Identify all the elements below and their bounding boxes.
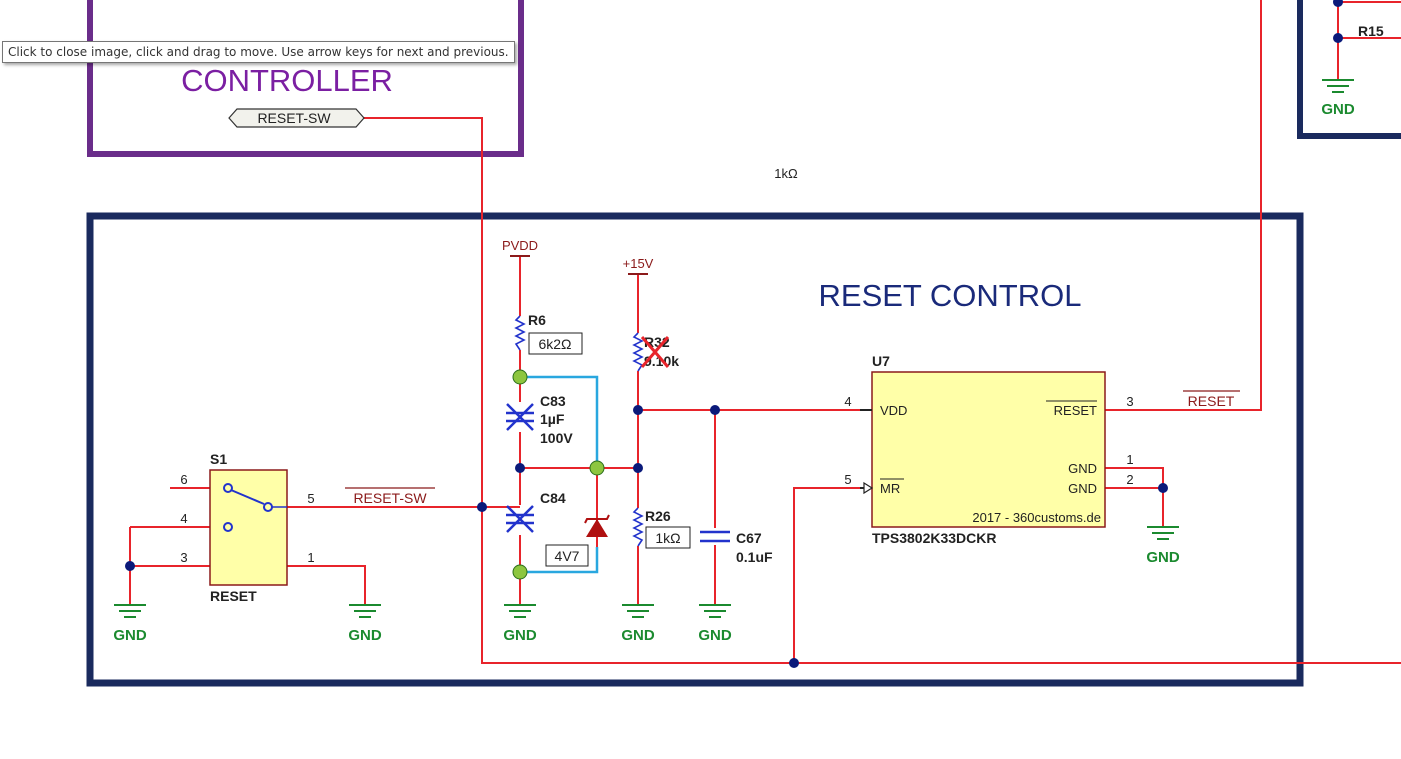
- u7-ref: U7: [872, 353, 890, 369]
- u7-pin-reset: RESET: [1054, 403, 1097, 418]
- net-label-reset: RESET: [1183, 390, 1240, 409]
- ground-symbol: [114, 604, 146, 618]
- s1-pin-4: 4: [180, 511, 187, 526]
- ground-symbol: [1322, 79, 1354, 93]
- resistor-r26[interactable]: [632, 507, 644, 547]
- resistor-r6[interactable]: [514, 315, 526, 351]
- gnd-label: GND: [1321, 101, 1355, 118]
- svg-text:PVDD: PVDD: [502, 238, 538, 253]
- u7-pin-mr: MR: [880, 481, 900, 496]
- p15v-power-symbol: +15V: [623, 256, 654, 275]
- s1-name: RESET: [210, 588, 257, 604]
- junction-dots: [125, 0, 1343, 668]
- c67-ref: C67: [736, 530, 762, 546]
- zener-value-box: [545, 544, 589, 567]
- junction-dot: [710, 405, 720, 415]
- u7-pin-gnd1: GND: [1068, 461, 1097, 476]
- r26-ref: R26: [645, 508, 671, 524]
- corner-frame: [1297, 0, 1401, 139]
- junction-dot: [633, 405, 643, 415]
- u7-part-number: TPS3802K33DCKR: [872, 530, 997, 546]
- green-node: [512, 369, 528, 385]
- wire-reset-sw-controller: [364, 117, 1401, 664]
- junction-dot: [477, 502, 487, 512]
- c67-value: 0.1uF: [736, 549, 773, 565]
- s1-pin-1: 1: [307, 550, 314, 565]
- junction-dot: [1333, 0, 1343, 7]
- junction-dot: [789, 658, 799, 668]
- junction-dot: [125, 561, 135, 571]
- u7-pinnum-reset: 3: [1126, 394, 1133, 409]
- junction-dot: [633, 463, 643, 473]
- reset-control-frame: [86, 212, 1304, 687]
- u7-pinnum-gnd2: 2: [1126, 472, 1133, 487]
- c83-ref: C83: [540, 393, 566, 409]
- ground-symbol: [1147, 526, 1179, 540]
- green-node: [512, 564, 528, 580]
- r6-value-box: [528, 332, 583, 355]
- svg-text:RESET: RESET: [1188, 393, 1235, 409]
- c83-voltage: 100V: [540, 430, 573, 446]
- controller-frame: [87, 0, 524, 157]
- switch-s1[interactable]: [209, 469, 288, 586]
- u7-pinnum-mr: 5: [844, 472, 851, 487]
- u7-pinnum-vdd: 4: [844, 394, 851, 409]
- wires: [129, 0, 1401, 664]
- s1-pin-3: 3: [180, 550, 187, 565]
- green-node: [589, 460, 605, 476]
- gnd-label: GND: [348, 627, 382, 644]
- chip-u7[interactable]: [860, 371, 1106, 528]
- ground-symbol: [699, 604, 731, 618]
- controller-port-reset-sw[interactable]: RESET-SW: [228, 108, 365, 128]
- gnd-label: GND: [621, 627, 655, 644]
- s1-pin-5: 5: [307, 491, 314, 506]
- wire-mr: [793, 487, 860, 663]
- zener-value: 4V7: [555, 548, 580, 564]
- pvdd-power-symbol: PVDD: [502, 238, 538, 257]
- gnd-label: GND: [503, 627, 537, 644]
- r26-value: 1kΩ: [655, 530, 680, 546]
- r26-value-box: [645, 526, 691, 549]
- svg-text:RESET-SW: RESET-SW: [353, 490, 427, 506]
- stray-value-label: 1kΩ: [774, 166, 798, 181]
- junction-dot: [515, 463, 525, 473]
- gnd-label: GND: [113, 627, 147, 644]
- junction-dot: [1333, 33, 1343, 43]
- ground-symbol: [622, 604, 654, 618]
- net-label-reset-sw: RESET-SW: [345, 487, 435, 506]
- r6-value: 6k2Ω: [538, 336, 571, 352]
- capacitor-c83[interactable]: [506, 403, 534, 431]
- svg-text:RESET-SW: RESET-SW: [257, 110, 331, 126]
- u7-pin-gnd2: GND: [1068, 481, 1097, 496]
- c83-value: 1µF: [540, 411, 565, 427]
- s1-ref: S1: [210, 451, 227, 467]
- capacitor-c67[interactable]: [700, 530, 730, 543]
- u7-pinnum-gnd1: 1: [1126, 452, 1133, 467]
- green-nodes: [512, 369, 605, 580]
- u7-credit: 2017 - 360customs.de: [972, 510, 1101, 525]
- gnd-label: GND: [698, 627, 732, 644]
- r15-ref: R15: [1358, 23, 1384, 39]
- dnp-cross-mark: [640, 336, 670, 368]
- svg-text:+15V: +15V: [623, 256, 654, 271]
- junction-dot: [1158, 483, 1168, 493]
- image-viewer-tooltip: Click to close image, click and drag to …: [2, 41, 515, 63]
- gnd-label: GND: [1146, 549, 1180, 566]
- c83-bypass-wire: [520, 375, 599, 574]
- reset-control-title: RESET CONTROL: [819, 278, 1082, 313]
- s1-pin-6: 6: [180, 472, 187, 487]
- resistor-r32[interactable]: [632, 332, 644, 372]
- zener-diode[interactable]: [584, 468, 610, 547]
- ground-symbol: [349, 604, 381, 618]
- controller-title: CONTROLLER: [181, 63, 393, 98]
- r6-ref: R6: [528, 312, 546, 328]
- capacitor-c84[interactable]: [506, 505, 534, 533]
- c84-ref: C84: [540, 490, 566, 506]
- wire-reset-out: [1105, 0, 1262, 411]
- u7-pin-vdd: VDD: [880, 403, 907, 418]
- ground-symbol: [504, 604, 536, 618]
